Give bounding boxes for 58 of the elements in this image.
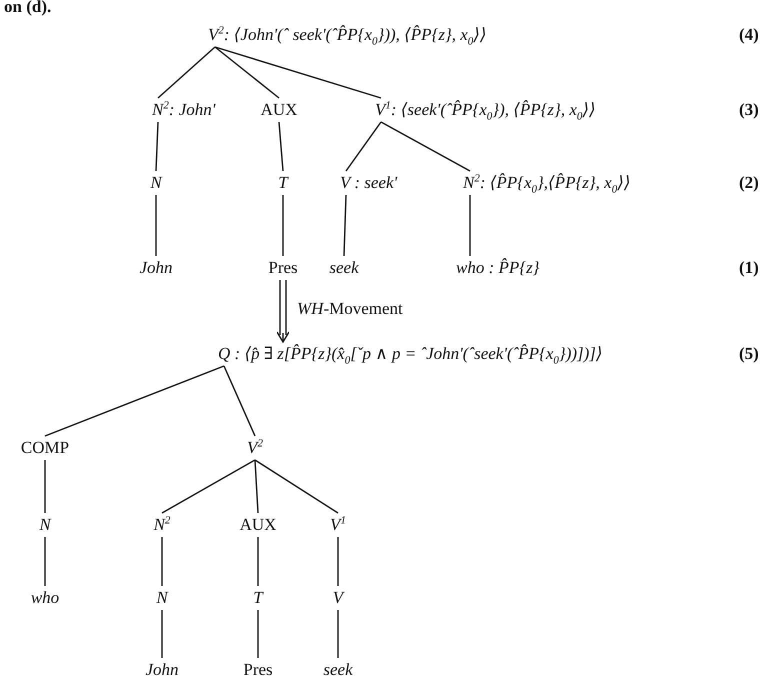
node-text: V$^{2}$	[247, 438, 263, 457]
tree-branch	[257, 537, 259, 586]
tree-branch	[155, 195, 157, 256]
equation-number: (3)	[739, 100, 759, 119]
node-text: T	[253, 588, 263, 607]
tree-branch	[282, 195, 284, 256]
node-text: John	[139, 258, 173, 277]
tree-branch	[214, 46, 382, 99]
tree-branch	[161, 537, 163, 586]
node-text: V$^{1}$	[330, 515, 346, 534]
tree-branch	[214, 46, 280, 99]
equation-number: (4)	[739, 25, 759, 44]
node-text: COMP	[20, 438, 70, 457]
tree-branch	[254, 460, 259, 514]
node-text: who : P̂P{z}	[456, 258, 540, 277]
node-text: N	[156, 588, 168, 607]
tree-branch	[161, 610, 163, 658]
node-text: V$^{1}$: ⟨seek'(ˆP̂P{x$_{0}$}), ⟨P̂P{z}, x$_{0}$⟩⟩	[375, 100, 596, 119]
node-text: who	[30, 588, 60, 607]
tree-branch	[158, 46, 216, 99]
node-text: AUX	[240, 515, 276, 534]
node-text: T	[278, 173, 288, 192]
node-text: Pres	[243, 660, 273, 679]
node-text: seek	[329, 258, 359, 277]
node-text: N$^{2}$: ⟨P̂P{x$_{0}$},⟨P̂P{z}, x$_{0}$⟩⟩	[463, 173, 630, 192]
node-text: Pres	[268, 258, 298, 277]
node-text: V	[332, 588, 344, 607]
node-text: AUX	[260, 100, 298, 119]
equation-number: (1)	[739, 258, 759, 277]
note-text: on (d).	[4, 0, 52, 17]
tree-branch	[469, 195, 471, 256]
tree-branch	[44, 365, 224, 437]
edge-label: WH-Movement	[297, 299, 403, 319]
node-text: John	[145, 660, 179, 679]
node-text: N	[39, 515, 51, 534]
node-text: N	[150, 173, 162, 192]
tree-branch	[337, 537, 339, 586]
tree-branch	[380, 121, 470, 172]
tree-branch	[223, 366, 256, 436]
node-text: V : seek'	[340, 173, 398, 192]
tree-branch	[44, 537, 46, 586]
tree-branch	[257, 610, 259, 658]
tree-branch	[44, 460, 46, 513]
tree-branch	[343, 194, 347, 256]
equation-number: (5)	[739, 344, 759, 363]
tree-branch	[155, 122, 159, 172]
equation-number: (2)	[739, 173, 759, 192]
node-text: Q : ⟨p̂ ∃ z[P̂P{z}(x̂$_{0}$[ˇp ∧ p = ˆJohn'(ˆseek'(ˆP̂P{x$_{0}$}))])]⟩	[218, 344, 603, 363]
node-text: N$^{2}$	[154, 515, 170, 534]
double-arrow	[276, 279, 290, 343]
tree-branch	[278, 122, 284, 172]
tree-branch	[345, 122, 382, 172]
node-text: N$^{2}$: John'	[152, 100, 216, 119]
node-text: seek	[323, 660, 353, 679]
tree-branch	[162, 459, 256, 514]
tree-branch	[337, 610, 339, 658]
node-text: V$^{2}$: ⟨John'(ˆ seek'(ˆP̂P{x$_{0}$})), ⟨P̂P{z}, x$_{0}$⟩⟩	[208, 25, 487, 44]
tree-branch	[254, 459, 338, 514]
